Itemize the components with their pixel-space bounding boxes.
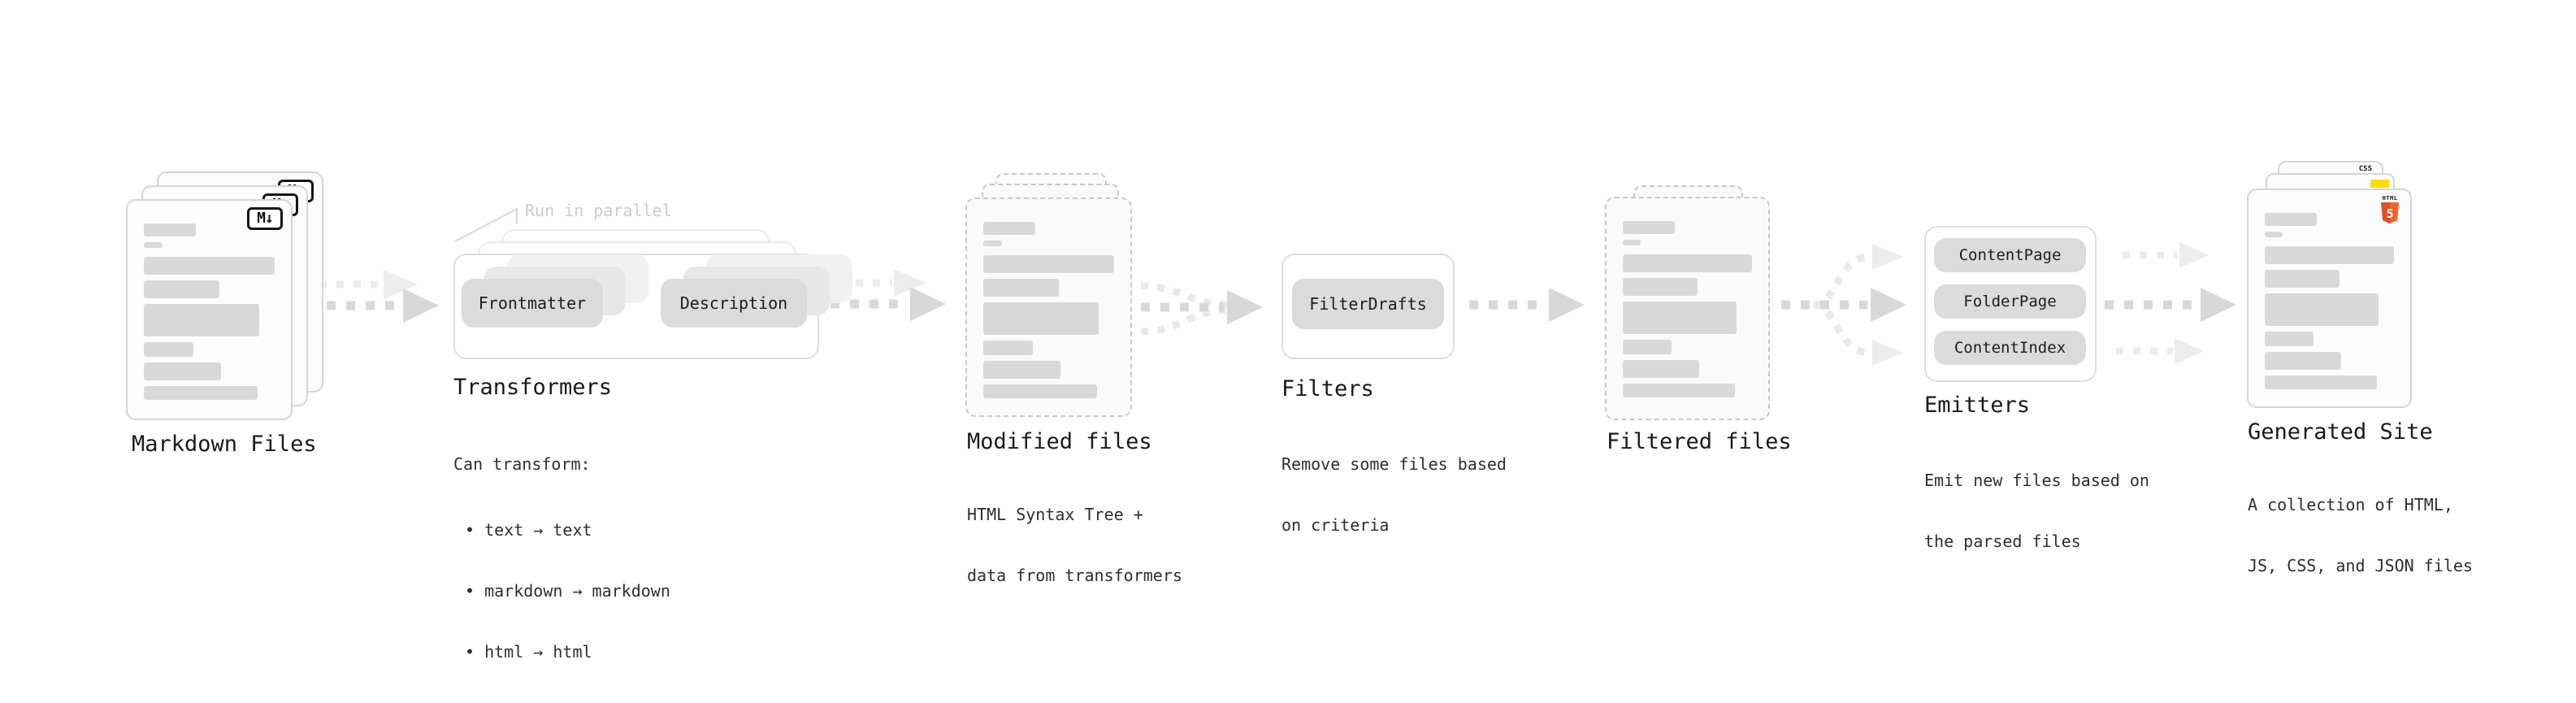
html5-icon: HTML 5 [2381, 195, 2399, 227]
modified-doc-front [965, 197, 1132, 417]
arrow-transformers-to-modified [830, 269, 946, 321]
desc-line: data from transformers [967, 566, 1182, 585]
html5-word: HTML [2382, 195, 2398, 202]
placeholder-text-lines [967, 199, 1130, 398]
emitters-desc: Emit new files based on the parsed files [1924, 430, 2149, 592]
arrow-emitters-to-site [2105, 242, 2236, 364]
emitters-label: Emitters [1924, 393, 2031, 418]
desc-line: on criteria [1281, 515, 1390, 535]
html5-shield: 5 [2381, 202, 2399, 223]
arrow-markdown-to-transformers [307, 270, 439, 323]
site-doc-front: HTML 5 [2247, 189, 2412, 408]
placeholder-text-lines [2249, 190, 2410, 389]
markdown-icon: M↓ [247, 207, 283, 230]
desc-line: the parsed files [1924, 532, 2081, 551]
transformers-bullet: • html → html [465, 642, 592, 662]
arrow-modified-to-filters [1140, 282, 1263, 336]
description-chip: Description [661, 279, 807, 328]
markdown-files-label: Markdown Files [132, 432, 317, 457]
desc-line: A collection of HTML, [2248, 495, 2453, 514]
transformers-bullet: • markdown → markdown [465, 581, 670, 601]
placeholder-text-lines [1607, 198, 1768, 397]
markdown-doc-front: M↓ [126, 199, 293, 420]
generated-site-label: Generated Site [2248, 419, 2433, 445]
desc-line: Remove some files based [1281, 454, 1507, 474]
modified-files-desc: HTML Syntax Tree + data from transformer… [967, 464, 1182, 627]
contentindex-chip: ContentIndex [1934, 331, 2086, 365]
arrow-filtered-to-emitters [1781, 244, 1906, 366]
filtered-files-label: Filtered files [1607, 429, 1792, 454]
modified-files-label: Modified files [967, 429, 1152, 454]
contentpage-chip: ContentPage [1934, 238, 2086, 272]
filters-label: Filters [1281, 376, 1374, 401]
filters-desc: Remove some files based on criteria [1281, 414, 1507, 576]
generated-site-desc: A collection of HTML, JS, CSS, and JSON … [2248, 454, 2473, 617]
arrow-filters-to-filtered [1469, 288, 1585, 322]
folderpage-chip: FolderPage [1934, 284, 2086, 319]
desc-line: HTML Syntax Tree + [967, 505, 1143, 524]
js-icon [2370, 180, 2389, 188]
frontmatter-chip: Frontmatter [462, 279, 603, 328]
desc-line: JS, CSS, and JSON files [2248, 556, 2473, 575]
arrow-layer [307, 207, 2236, 366]
transformers-label: Transformers [453, 375, 613, 400]
placeholder-text-lines [128, 201, 291, 400]
transformers-bullet: • text → text [465, 520, 592, 540]
filtered-doc-front [1605, 197, 1770, 420]
filterdrafts-chip: FilterDrafts [1292, 279, 1444, 329]
pipeline-diagram: M↓ M↓ M↓ Markdown Files Frontmatter Desc… [126, 161, 2473, 662]
run-in-parallel-note: Run in parallel [525, 201, 672, 220]
transformers-desc-heading: Can transform: [453, 454, 591, 474]
desc-line: Emit new files based on [1924, 471, 2149, 490]
svg-text:5: 5 [2386, 206, 2393, 221]
run-in-parallel-callout-line [454, 207, 518, 242]
transformers-desc: Can transform: • text → text • markdown … [453, 414, 670, 703]
